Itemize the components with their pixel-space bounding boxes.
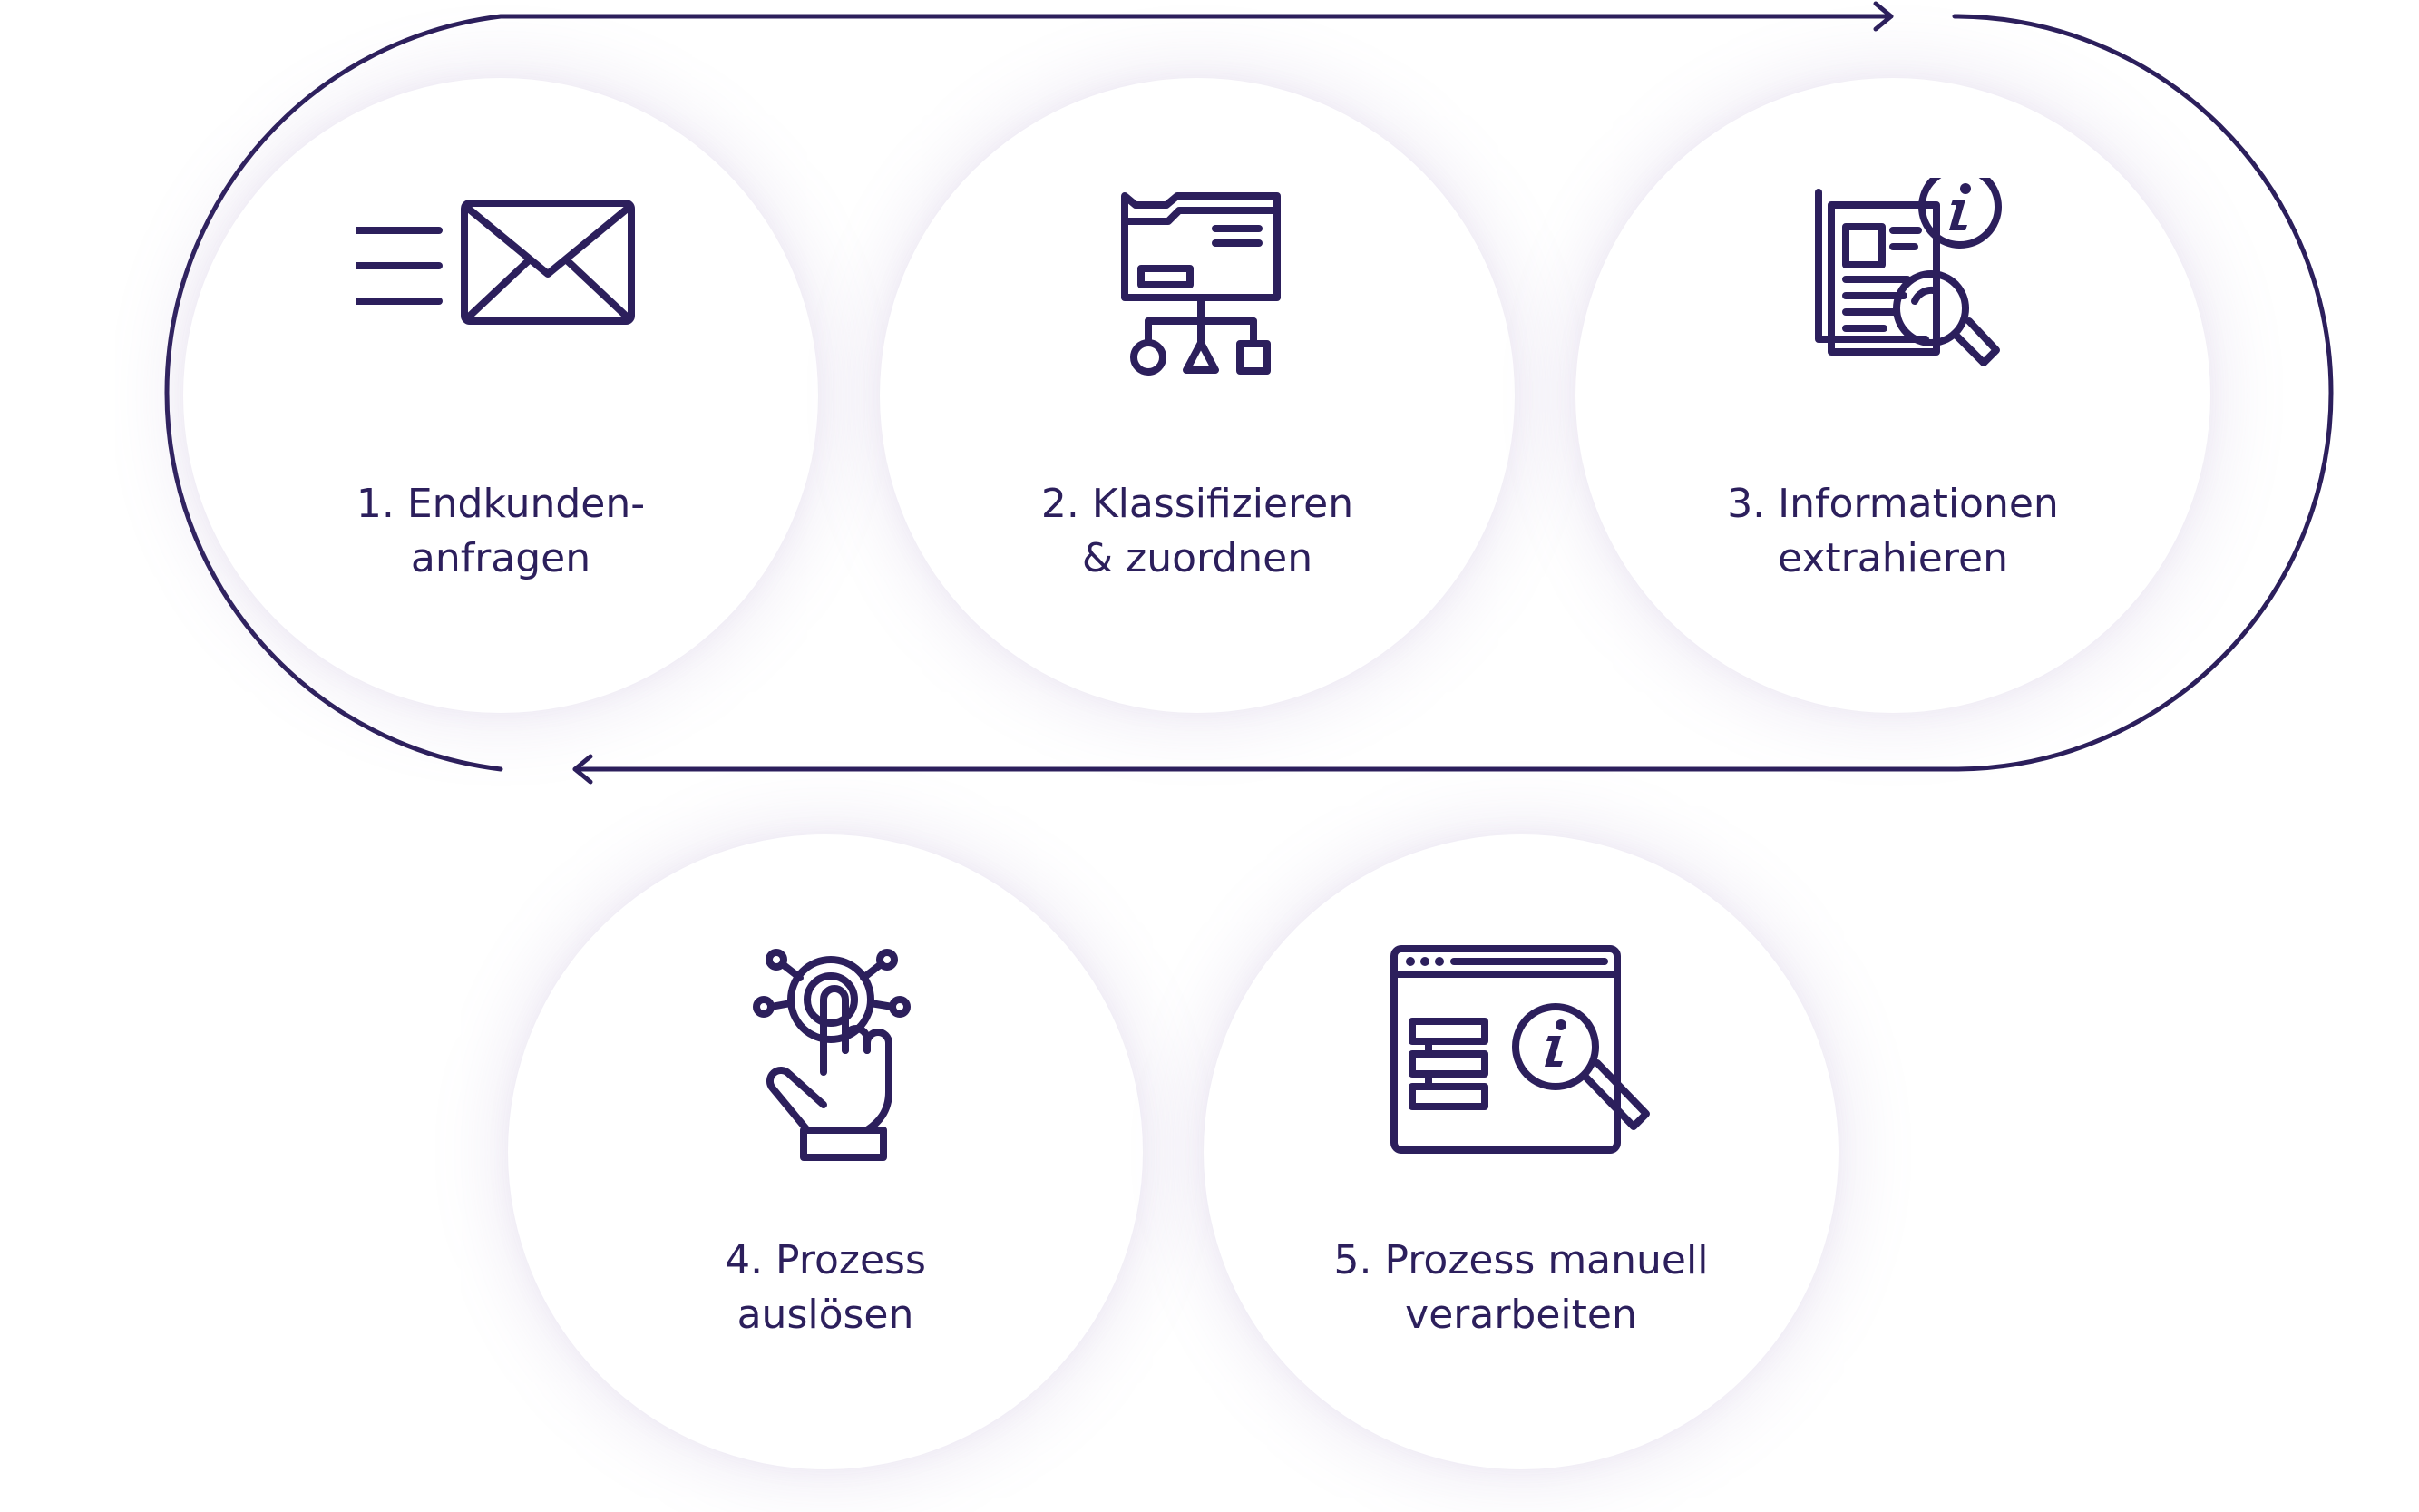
step-label: 1. Endkunden- anfragen	[219, 477, 782, 586]
step-label-line1: 2. Klassifizieren	[1040, 481, 1354, 527]
step-label-line1: 1. Endkunden-	[356, 481, 646, 527]
step-prozess-manuell-verarbeiten: 5. Prozess manuell verarbeiten	[1204, 834, 1839, 1469]
document-search-info-icon	[1815, 178, 2002, 366]
touch-trigger-icon	[753, 949, 911, 1161]
step-label-line2: auslösen	[736, 1292, 914, 1338]
step-label: 5. Prozess manuell verarbeiten	[1240, 1234, 1802, 1342]
envelope-icon	[356, 200, 635, 325]
step-label: 4. Prozess auslösen	[544, 1234, 1107, 1342]
step-label-line2: verarbeiten	[1405, 1292, 1637, 1338]
step-label-line1: 4. Prozess	[725, 1237, 926, 1283]
browser-info-search-icon	[1390, 945, 1650, 1154]
loop-arrow-bottom	[572, 14, 2334, 772]
step-label: 3. Informationen extrahieren	[1612, 477, 2174, 586]
step-informationen-extrahieren: 3. Informationen extrahieren	[1575, 78, 2210, 713]
step-label: 2. Klassifizieren & zuordnen	[916, 477, 1478, 586]
step-endkundenanfragen: 1. Endkunden- anfragen	[183, 78, 818, 713]
step-prozess-ausloesen: 4. Prozess auslösen	[508, 834, 1143, 1469]
step-label-line2: extrahieren	[1778, 535, 2008, 581]
step-label-line1: 3. Informationen	[1727, 481, 2059, 527]
step-klassifizieren: 2. Klassifizieren & zuordnen	[880, 78, 1515, 713]
folder-hierarchy-icon	[1121, 192, 1281, 376]
step-label-line1: 5. Prozess manuell	[1333, 1237, 1709, 1283]
arrowhead-left	[572, 754, 593, 785]
arrowhead-right	[1873, 1, 1894, 32]
step-label-line2: anfragen	[410, 535, 591, 581]
loop-arrow-top	[164, 14, 1894, 772]
step-label-line2: & zuordnen	[1081, 535, 1313, 581]
